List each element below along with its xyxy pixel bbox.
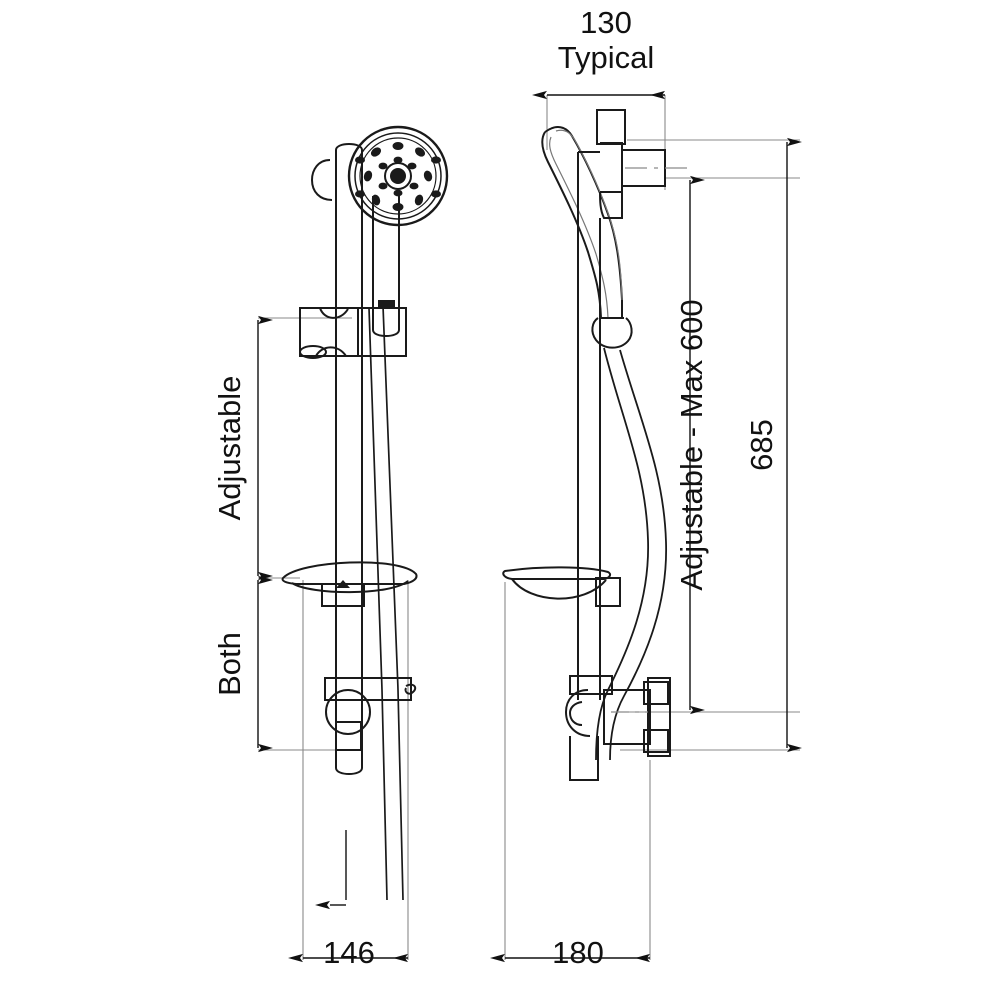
upper-slider-bracket-front [299,307,407,359]
soap-dish-side [502,566,621,607]
shower-hose-side [595,347,667,761]
shower-hose-front [368,305,404,901]
upper-slider-bracket-side [596,109,690,219]
dimension-both-label: Both [212,632,247,696]
dimension-adjustable-label: Adjustable [212,376,247,521]
dimension-130-value: 130 [580,5,632,40]
dimension-146-value: 146 [323,935,375,970]
handset-side [541,126,633,349]
dimension-max600-label: Adjustable - Max 600 [674,299,709,590]
dimension-130-qualifier: Typical [558,40,654,75]
extension-lines-right [504,95,800,960]
spray-face-front [347,125,449,227]
lower-wall-bracket-side [564,675,671,781]
slide-rail-front [335,143,363,775]
dimension-146 [288,830,408,963]
slide-rail-side [577,151,601,700]
handset-neck-front [310,159,333,201]
side-elevation-view [502,109,690,781]
soap-dish-front [281,561,418,607]
dimension-685-value: 685 [744,419,779,471]
lower-wall-bracket-front [324,677,417,751]
spray-nozzles [355,142,441,211]
dimension-180-value: 180 [552,935,604,970]
front-elevation-view [281,125,449,901]
